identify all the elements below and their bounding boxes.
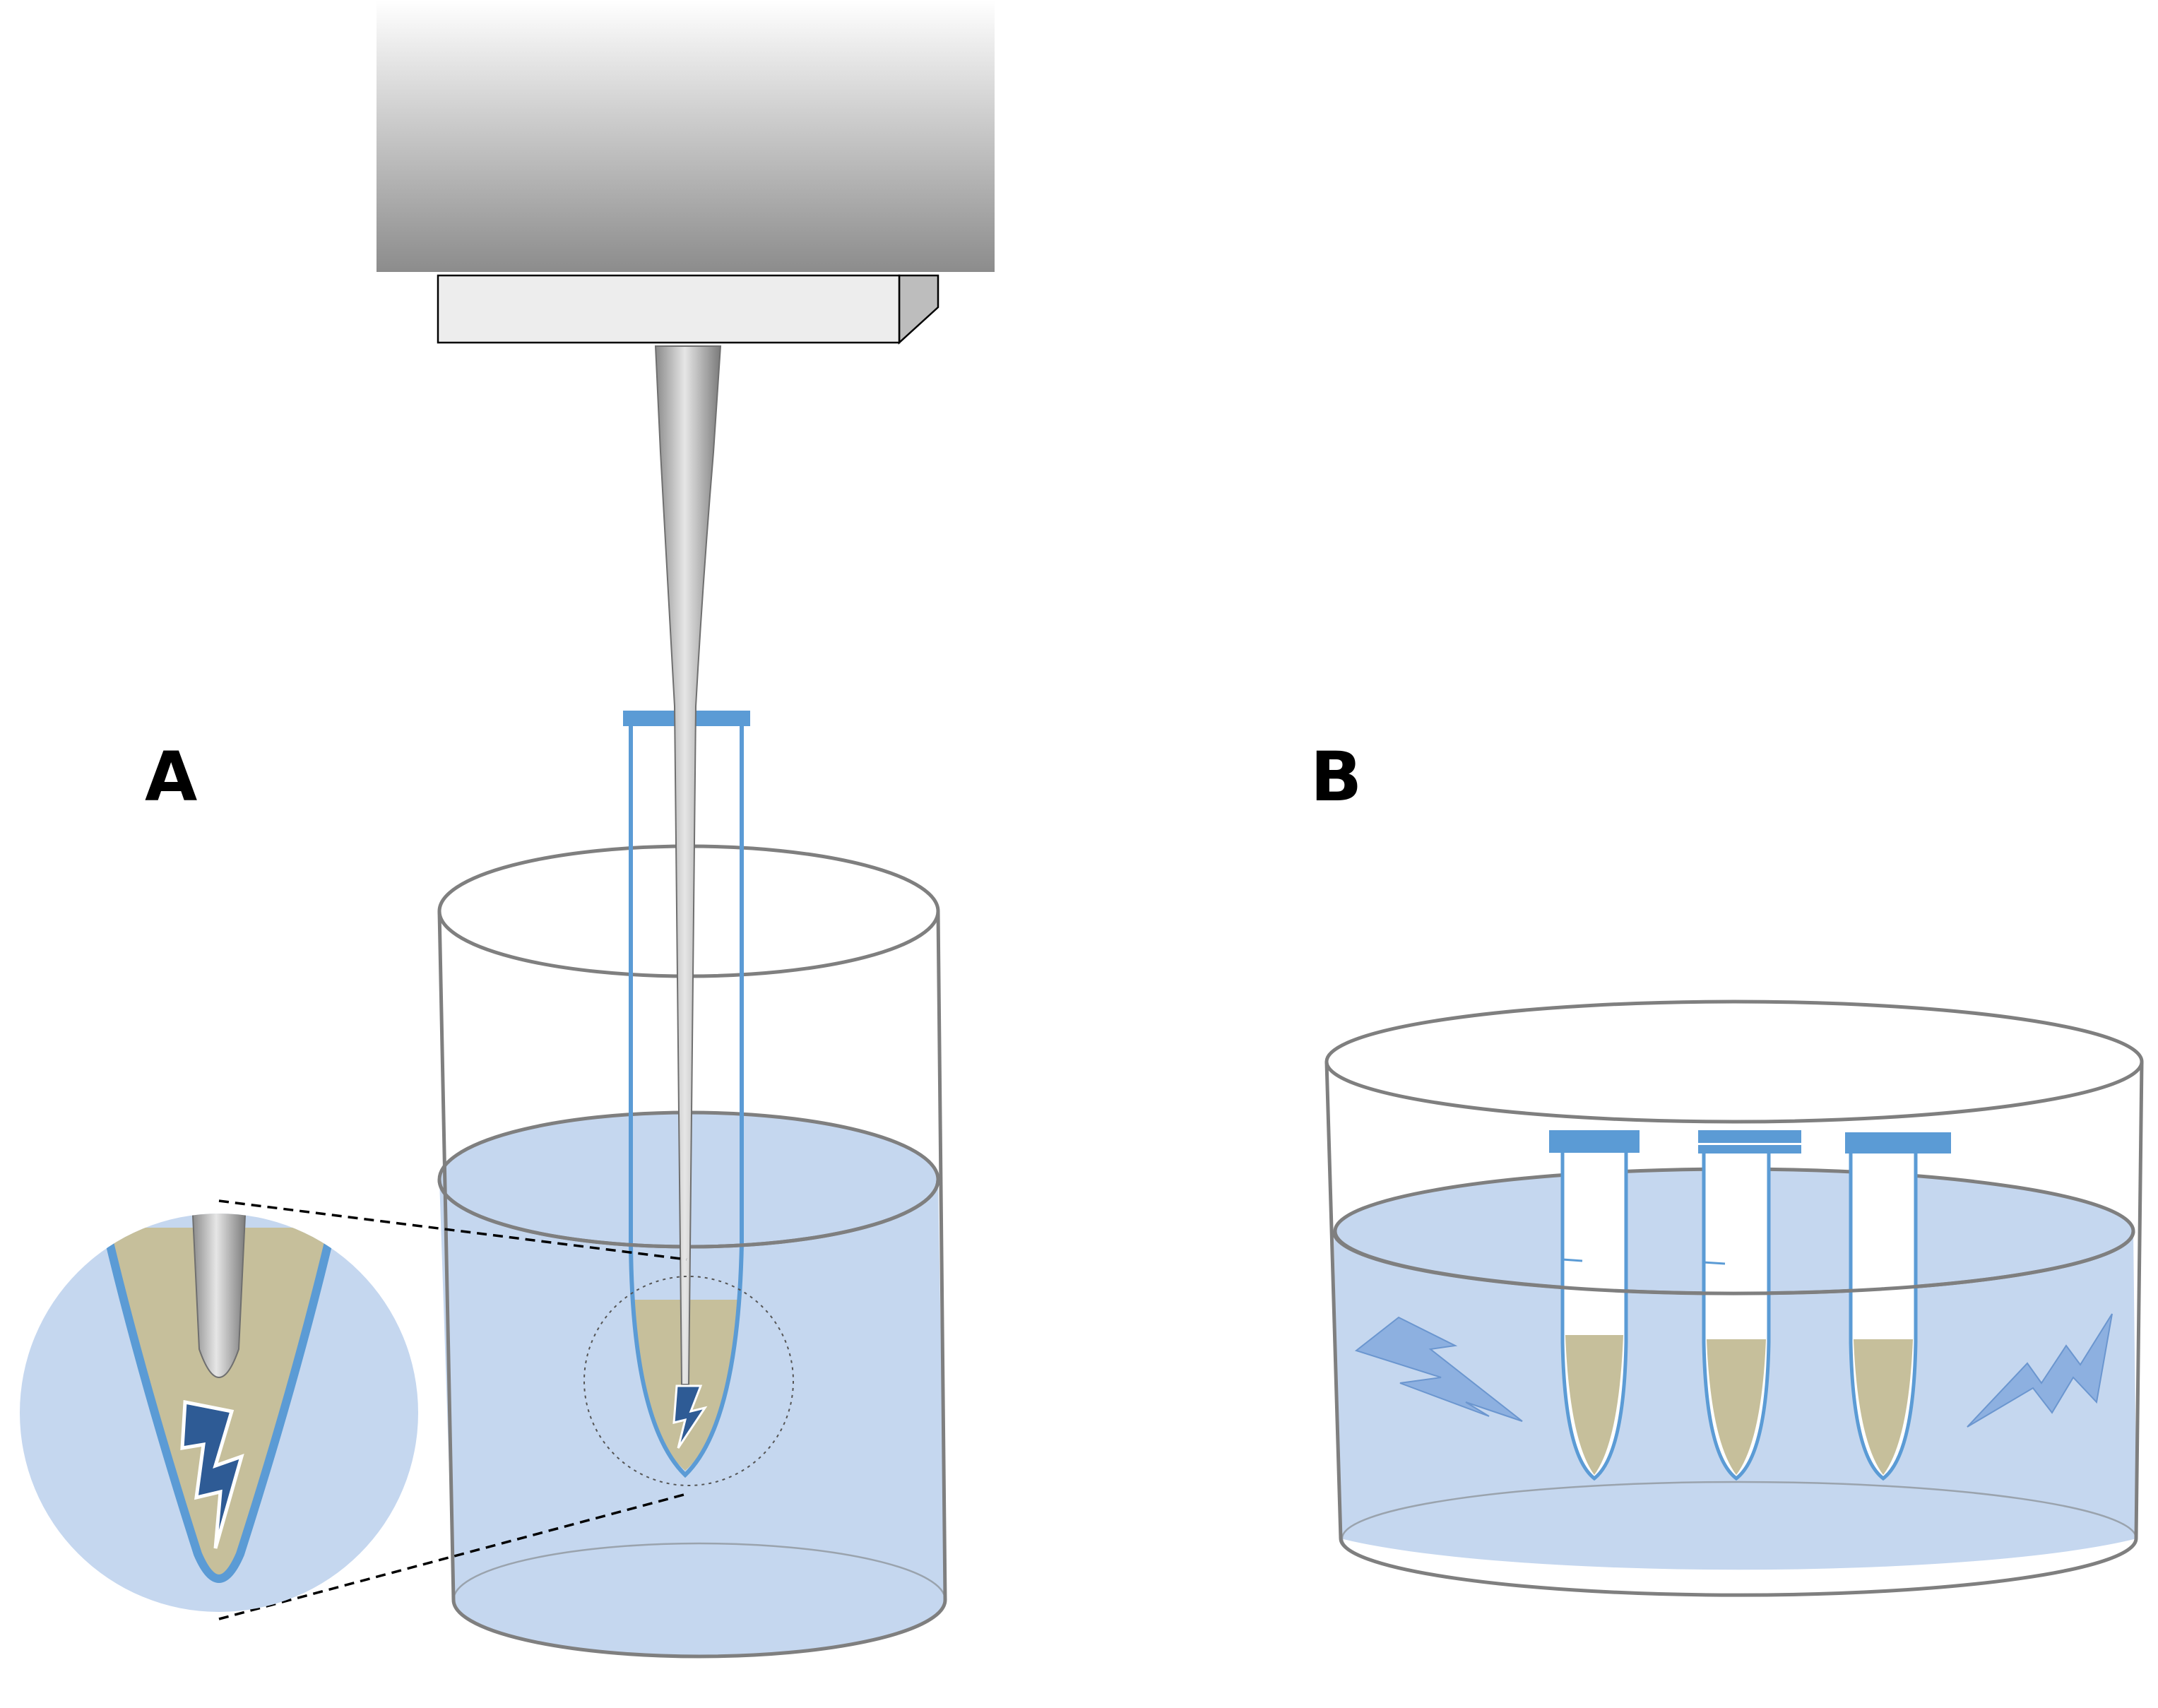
zoom-focus-circle <box>583 1276 794 1486</box>
zoom-connector-top <box>218 1199 687 1261</box>
panel-a <box>20 0 995 1659</box>
panel-b-label: B <box>1310 737 1362 817</box>
bath-water-line <box>1332 1230 2135 1295</box>
lightning-bolt-icon <box>672 1384 708 1449</box>
bath-tube-3 <box>1845 1132 1951 1481</box>
sonicator-mount <box>437 274 939 345</box>
lightning-bolt-icon <box>180 1399 244 1549</box>
sonicator-head <box>377 0 995 272</box>
ultrasonic-probe <box>654 345 722 1385</box>
lightning-bolt-icon <box>1967 1313 2113 1428</box>
bath-tube-2 <box>1698 1130 1801 1481</box>
zoom-inset <box>20 1214 418 1612</box>
panel-b <box>1324 1000 2144 1597</box>
bath-tube-1 <box>1549 1130 1640 1481</box>
panel-a-label: A <box>145 737 197 817</box>
lightning-bolt-icon <box>1354 1316 1523 1422</box>
